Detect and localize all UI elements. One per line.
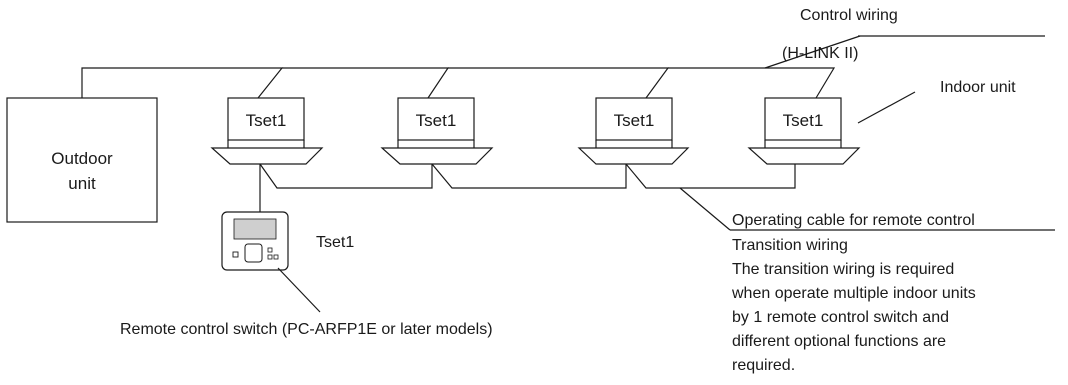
remote-small-button xyxy=(267,247,273,253)
indoor-unit-tset: Tset1 xyxy=(416,111,457,130)
operating-cable-label: Operating cable for remote control xyxy=(732,212,975,229)
transition-wiring xyxy=(259,163,1055,231)
transition-note-line: required. xyxy=(732,357,795,374)
indoor-unit-tset: Tset1 xyxy=(783,111,824,130)
outdoor-unit-box xyxy=(6,97,158,223)
remote-small-button xyxy=(273,254,279,260)
remote-tset-label: Tset1 xyxy=(316,234,354,251)
remote-display xyxy=(233,218,277,240)
indoor-unit-4: Tset1 xyxy=(747,91,916,165)
control-wiring xyxy=(81,35,1045,99)
indoor-unit-panel xyxy=(380,147,494,165)
remote-switch-label: Remote control switch (PC-ARFP1E or late… xyxy=(120,321,493,338)
transition-note-line: The transition wiring is required xyxy=(732,261,954,278)
remote-side-button xyxy=(232,251,239,258)
indoor-unit-2: Tset1 xyxy=(380,97,494,165)
outdoor-unit: Outdoor unit xyxy=(6,97,158,223)
indoor-unit-label: Indoor unit xyxy=(940,79,1016,96)
remote-leader xyxy=(277,267,321,313)
indoor-unit-body xyxy=(397,97,475,141)
remote-control-switch xyxy=(221,211,321,313)
control-wiring-leader xyxy=(764,35,861,69)
transition-note-line: by 1 remote control switch and xyxy=(732,309,949,326)
indoor-unit-1: Tset1 xyxy=(210,97,324,165)
indoor-unit-leader xyxy=(857,91,916,124)
indoor-unit-tset: Tset1 xyxy=(614,111,655,130)
indoor-unit-panel xyxy=(577,147,690,165)
outdoor-unit-label-line1: Outdoor xyxy=(51,149,113,168)
transition-note-line: different optional functions are xyxy=(732,333,946,350)
indoor-unit-panel xyxy=(210,147,324,165)
control-wiring-label: Control wiring xyxy=(800,7,898,24)
indoor-unit-panel xyxy=(747,147,861,165)
indoor-unit-tset: Tset1 xyxy=(246,111,287,130)
indoor-unit-body xyxy=(595,97,673,141)
operating-cable-leader xyxy=(679,187,731,231)
remote-small-button xyxy=(267,254,273,260)
indoor-unit-body xyxy=(227,97,305,141)
transition-note-line: when operate multiple indoor units xyxy=(731,285,976,302)
outdoor-unit-label-line2: unit xyxy=(68,174,96,193)
remote-main-button xyxy=(244,243,263,263)
indoor-unit-body xyxy=(764,97,842,141)
transition-wiring-label: Transition wiring xyxy=(732,237,848,254)
indoor-unit-3: Tset1 xyxy=(577,97,690,165)
hlink-label: (H-LINK II) xyxy=(782,45,858,62)
